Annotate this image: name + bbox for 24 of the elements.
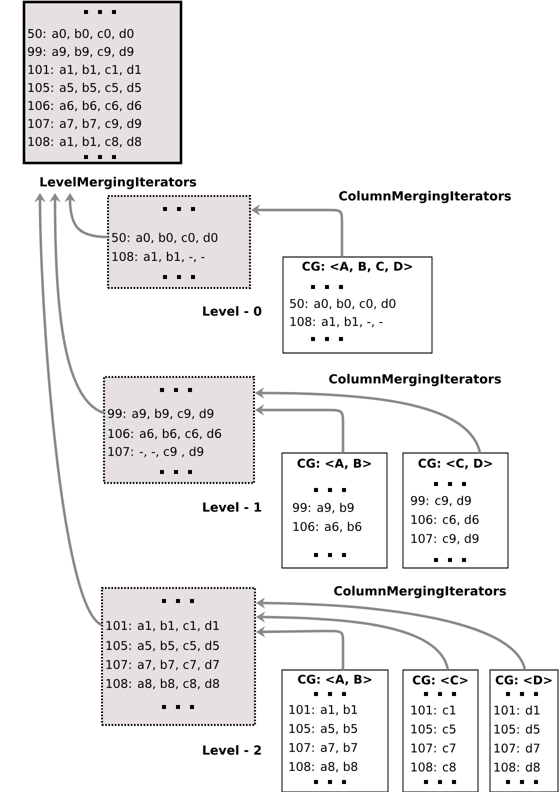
section-label: Level - 2 <box>203 745 261 755</box>
merge-box: 99: a9, b9, c9, d9 106: a6, b6, c6, d6 107: -, -, c9 , d9 <box>103 376 255 484</box>
node-label: 108: a1, b1, c8, d8 <box>28 136 142 148</box>
section-label: Level - 1 <box>203 502 262 512</box>
merge-box: 101: a1, b1, c1, d1 105: a5, b5, c5, d5 107: a7, b7, c7, d7 108: a8, b8, c8, d8 <box>101 587 256 726</box>
node-label: 101: a1, b1, c1, d1 <box>28 64 141 76</box>
column-group-box: CG: <A, B> 99: a9, b9 106: a6, b6 <box>282 452 388 568</box>
node-label: 106: a6, b6, c6, d6 <box>28 100 142 112</box>
section-label: Level - 0 <box>203 306 262 316</box>
merge-box: 50: a0, b0, c0, d0 108: a1, b1, -, - <box>107 195 251 289</box>
node-label: 99: a9, b9, c9, d9 <box>28 46 134 58</box>
section-label: ColumnMergingIterators <box>329 374 501 386</box>
section-label: ColumnMergingIterators <box>339 190 511 204</box>
column-group-box: CG: <D> 101: d1 105: d5 107: d7 108: d8 <box>490 670 558 792</box>
node-label: 50: a0, b0, c0, d0 <box>28 28 134 40</box>
node-label: 107: a7, b7, c9, d9 <box>28 118 141 130</box>
column-group-box: CG: <C> 101: c1 105: c5 107: c7 108: c8 <box>402 670 478 792</box>
column-group-box: CG: <C, D> 99: c9, d9 106: c6, d6 107: c9, d9 <box>402 452 508 568</box>
column-group-box: CG: <A, B, C, D> 50: a0, b0, c0, d0 108: a1, b1, -, - <box>282 256 432 354</box>
box-heading: LevelMergingIterators <box>40 176 196 190</box>
column-group-box: CG: <A, B> 101: a1, b1 105: a5, b5 107: a7, b7 108: a8, b8 <box>282 670 388 792</box>
result-box: 50: a0, b0, c0, d0 99: a9, b9, c9, d9 101: a1, b1, c1, d1 105: a5, b5, c5, d5 106: a6, b6, c6, d6 107: a7, b7, c9, d9 108: a1, b1, c8, d8 <box>22 0 182 164</box>
section-label: ColumnMergingIterators <box>334 586 506 598</box>
node-label: 105: a5, b5, c5, d5 <box>28 82 141 94</box>
